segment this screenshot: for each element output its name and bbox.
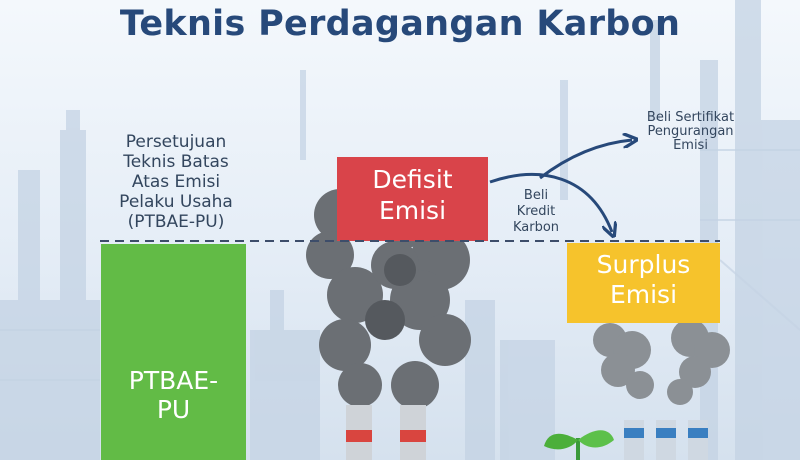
beli-sertifikat-label: Beli Sertifikat Pengurangan Emisi bbox=[646, 110, 735, 153]
defisit-text: Defisit Emisi bbox=[372, 165, 453, 225]
defisit-box bbox=[337, 157, 488, 241]
ptbae-label: Persetujuan Teknis Batas Atas Emisi Pela… bbox=[119, 132, 233, 232]
beli-kredit-karbon-label: Beli Kredit Karbon bbox=[512, 188, 560, 235]
ptbae-bar bbox=[101, 244, 246, 460]
surplus-box bbox=[567, 243, 720, 323]
ptbae-bar-text: PTBAE- PU bbox=[128, 366, 219, 424]
surplus-text: Surplus Emisi bbox=[596, 250, 691, 309]
page-title: Teknis Perdagangan Karbon bbox=[119, 4, 681, 44]
